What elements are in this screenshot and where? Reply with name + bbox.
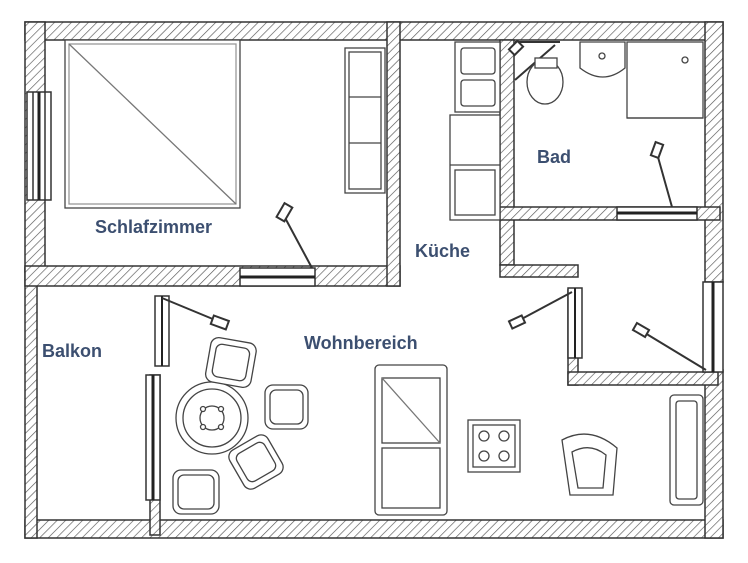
wall-left-balcony [24, 267, 38, 539]
kitchen-counter [449, 114, 501, 221]
wall-right-upper [704, 21, 724, 283]
washbasin [579, 41, 626, 78]
round-table [175, 381, 249, 455]
room-label-living: Wohnbereich [304, 333, 418, 353]
room-label-bath: Bad [537, 147, 571, 167]
kitchen-sink [454, 41, 501, 113]
windows [26, 91, 724, 501]
chair [204, 336, 257, 389]
door-storage [515, 291, 573, 323]
wall-right-lower [704, 369, 724, 539]
bed [64, 39, 241, 209]
sideboard [669, 394, 704, 506]
living-sofa [374, 364, 448, 516]
doors [161, 39, 707, 371]
chair [172, 469, 220, 515]
door-right [639, 329, 707, 371]
wall-bedroom-right [386, 21, 401, 287]
furniture [64, 39, 704, 516]
toilet [526, 57, 564, 105]
chair [228, 434, 284, 490]
wall-bedroom-bottom [24, 265, 401, 287]
wall-hall-left [499, 264, 579, 278]
wall-storage-bottom [567, 371, 719, 386]
wall-bottom [24, 519, 724, 539]
wall-kitchen-right [499, 39, 515, 266]
room-label-bedroom: Schlafzimmer [95, 217, 212, 237]
room-label-kitchen: Küche [415, 241, 470, 261]
door-living [161, 297, 221, 323]
door-bedroom [282, 213, 313, 269]
shower [626, 41, 704, 119]
bedroom-shelf [344, 47, 386, 194]
stove [467, 419, 521, 473]
room-label-balcony: Balkon [42, 341, 102, 361]
chair [264, 384, 309, 430]
armchair [561, 433, 618, 496]
wall-top [24, 21, 724, 41]
door-bath [655, 149, 673, 208]
